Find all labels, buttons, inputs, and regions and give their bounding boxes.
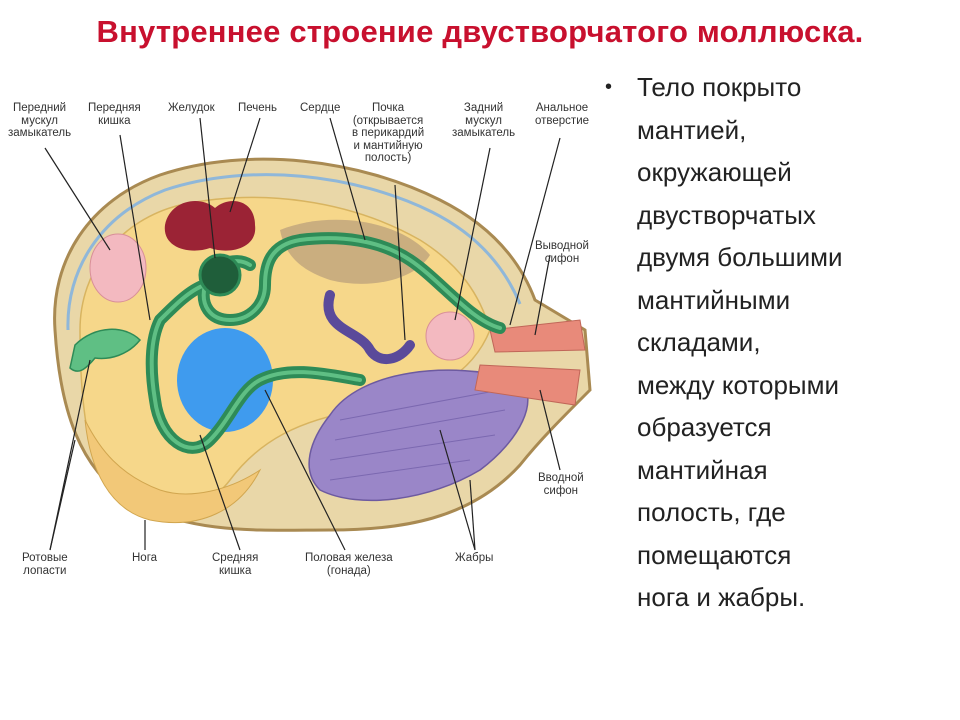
gonad: [177, 328, 273, 432]
label-stomach: Желудок: [168, 102, 215, 114]
label-kidney: Почка (открывается в перикардий и мантий…: [352, 102, 425, 164]
label-gonad: Половая железа (гонада): [305, 552, 393, 577]
pointer-lines: [44, 117, 561, 551]
in-siphon: [474, 364, 581, 406]
kidney: [323, 290, 415, 364]
gills: [308, 369, 529, 502]
out-siphon: [489, 319, 586, 353]
mouth-lobes: [69, 328, 142, 372]
label-front-muscle: Передний мускул замыкатель: [8, 102, 72, 139]
front-muscle: [89, 233, 147, 303]
label-mouth-lobes: Ротовые лопасти: [22, 552, 68, 577]
back-muscle: [425, 311, 475, 361]
bullet-icon: •: [605, 76, 613, 98]
foot: [84, 419, 262, 524]
label-anal: Анальное отверстие: [535, 102, 590, 127]
mollusk-diagram: Передний мускул замыкатель Передняя кишк…: [0, 90, 620, 600]
mollusk-anatomy-svg: [44, 117, 592, 551]
label-in-siphon: Вводной сифон: [538, 472, 584, 497]
liver: [164, 201, 256, 251]
label-back-muscle: Задний мускул замыкатель: [452, 102, 516, 139]
label-foot: Нога: [132, 552, 158, 564]
label-out-siphon: Выводной сифон: [535, 240, 589, 265]
label-heart: Сердце: [300, 102, 341, 114]
gill-lines: [329, 389, 506, 481]
label-gills: Жабры: [455, 552, 494, 564]
label-mid-gut: Средняя кишка: [212, 552, 259, 577]
description-text: Тело покрыто мантией, окружающей двуство…: [637, 72, 843, 612]
label-liver: Печень: [238, 102, 278, 114]
mantle-edge: [66, 173, 522, 331]
slide-title: Внутреннее строение двустворчатого моллю…: [96, 14, 864, 49]
stomach: [198, 253, 242, 297]
label-front-gut: Передняя кишка: [88, 102, 141, 127]
